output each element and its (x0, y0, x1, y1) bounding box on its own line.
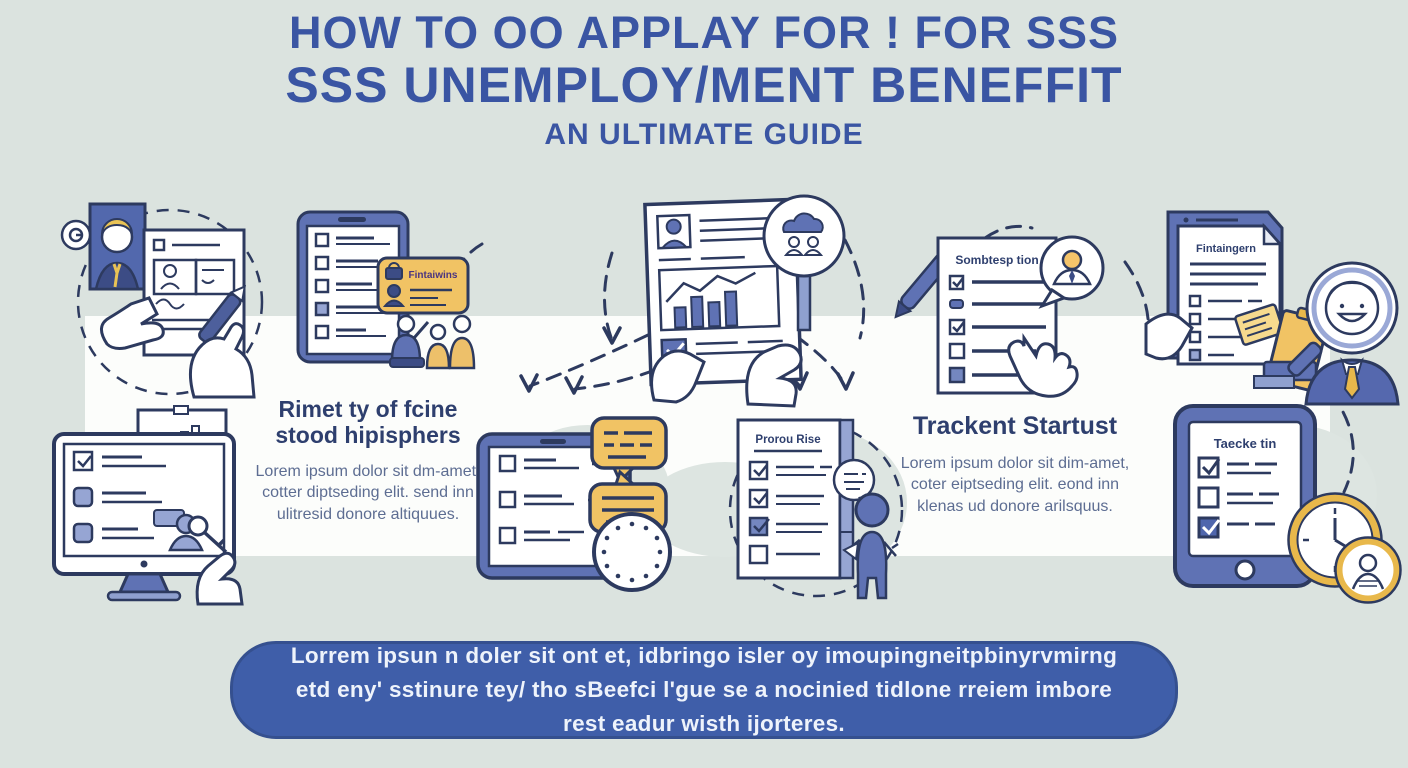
review-doc-label: Fintaingern (1196, 243, 1256, 255)
footer-line-2: etd eny' sstinure tey/ tho sBeefci l'gue… (295, 677, 1113, 703)
step-heading-left: Rimet ty of fcine stood hipisphers (275, 396, 461, 449)
cloud-people-badge (762, 194, 846, 278)
person-figure (448, 336, 476, 370)
sign-form-illustration (52, 192, 267, 402)
requirements-checklist-illustration: Sombtesp tion (876, 226, 1108, 414)
review-magnifier-art: Fintaingern (1144, 210, 1400, 406)
speech-bubble (590, 416, 668, 470)
magnifier-handle (1287, 341, 1323, 377)
review-magnifier-illustration: Fintaingern (1144, 202, 1406, 406)
pointing-hand (1007, 333, 1079, 398)
tracking-tablet-art: Taecke tin (1173, 404, 1402, 604)
checklist-phone-art: Fintaiwins (296, 210, 476, 370)
hand (195, 551, 244, 606)
progress-checklist-illustration: Prorou Rise (724, 412, 916, 604)
monitor-stand (117, 572, 171, 594)
checklist-phone-illustration: Fintaiwins (286, 206, 478, 378)
monitor-checklist-illustration (46, 405, 253, 606)
progress-doc-label: Prorou Rise (755, 434, 820, 446)
avatar-icon (1061, 249, 1083, 271)
left-hand (100, 296, 165, 350)
step-body-left: Lorem ipsum dolor sit dm-amet, cotter di… (255, 462, 481, 524)
right-hand (745, 343, 803, 408)
cloud-icon (782, 212, 824, 233)
checklist-doc-label: Sombtesp tion (955, 253, 1038, 267)
application-document-art (643, 194, 846, 408)
key-icon (187, 515, 209, 537)
clock-icon (592, 512, 672, 592)
title-line-2: SSS UNEMPLOY/MENT BENEFFIT (285, 56, 1123, 113)
person-figure (425, 342, 451, 370)
title-line-3: AN ULTIMATE GUIDE (544, 117, 864, 151)
page-title: HOW TO OO APPLAY FOR ! FOR SSS SSS UNEMP… (0, 8, 1408, 152)
step-heading-right: Trackent Startust (912, 412, 1118, 440)
requirements-checklist-art: Sombtesp tion (894, 235, 1105, 398)
left-hand (650, 349, 706, 404)
progress-checklist-art: Prorou Rise (728, 418, 904, 600)
footer-line-3: rest eadur wisth ijorteres. (563, 710, 845, 736)
pen-icon (198, 284, 247, 344)
speech-bubble (832, 458, 876, 502)
monitor-checklist-art (52, 405, 244, 606)
note-paper (1234, 303, 1285, 346)
footer-banner: Lorrem ipsun n doler sit ont et, idbring… (230, 641, 1178, 739)
sign-form-art (60, 202, 264, 399)
home-button (1234, 559, 1256, 581)
id-card-label: Fintaiwins (409, 270, 458, 281)
right-hand (188, 322, 256, 399)
person-figure (854, 492, 890, 528)
footer-line-1: Lorrem ipsun n doler sit ont et, idbring… (290, 643, 1118, 669)
title-line-1: HOW TO OO APPLAY FOR ! FOR SSS (288, 7, 1120, 58)
person-figure (390, 333, 422, 363)
step-text-right: Trackent Startust Lorem ipsum dolor sit … (898, 412, 1132, 518)
application-document-illustration (596, 192, 848, 408)
hand (1144, 312, 1194, 361)
bar-chart (657, 264, 781, 332)
tablet-notifications-art (476, 416, 672, 592)
tracker-tablet-label: Taecke tin (1214, 436, 1277, 451)
tablet-notifications-illustration (474, 416, 676, 596)
tracking-tablet-illustration: Taecke tin (1163, 398, 1408, 604)
step-body-right: Lorem ipsum dolor sit dim-amet, coter ei… (900, 454, 1130, 515)
step-text-left: Rimet ty of fcine stood hipisphers Lorem… (252, 396, 484, 526)
